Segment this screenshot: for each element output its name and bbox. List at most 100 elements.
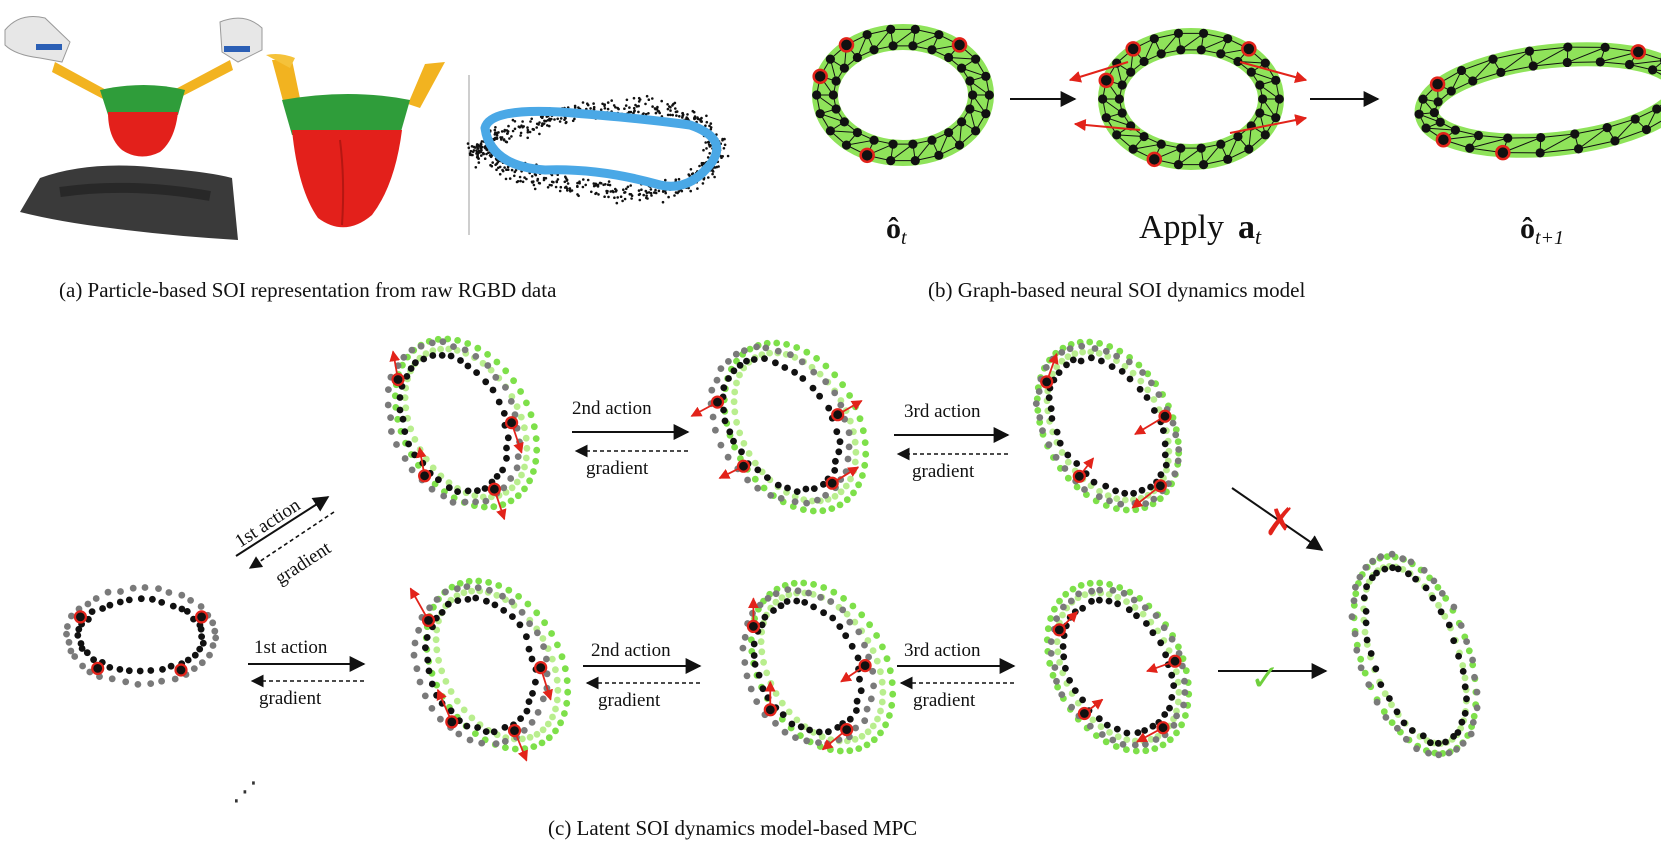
particle	[63, 630, 70, 638]
cloud-point	[476, 151, 479, 155]
target-particle	[809, 507, 817, 515]
graph-node	[1139, 131, 1149, 142]
target-particle	[874, 715, 881, 723]
particle	[1142, 740, 1149, 748]
panel-b-caption: (b) Graph-based neural SOI dynamics mode…	[928, 278, 1305, 302]
particle	[1168, 694, 1176, 701]
particle	[197, 603, 205, 610]
cloud-point	[666, 103, 669, 106]
particle	[772, 359, 779, 367]
target-particle	[819, 507, 827, 515]
graph-node-grasp	[859, 147, 875, 164]
graph-node	[1465, 143, 1475, 153]
particle	[444, 600, 452, 608]
graph-edge	[1500, 65, 1534, 73]
particle	[534, 629, 541, 637]
particle	[1161, 711, 1169, 718]
gradient-label-bottom-1: gradient	[259, 688, 322, 709]
particle	[104, 588, 112, 596]
target-particle	[1054, 683, 1061, 691]
target-particle	[751, 459, 759, 467]
particle	[147, 680, 155, 687]
cloud-point	[563, 118, 566, 121]
particle	[482, 378, 490, 386]
particle	[1459, 668, 1467, 675]
target-particle	[553, 696, 561, 704]
particle	[198, 659, 206, 667]
cloud-point	[651, 105, 654, 108]
cloud-point	[637, 110, 640, 114]
particle	[499, 592, 506, 600]
particle	[1365, 681, 1373, 688]
cloud-point	[603, 104, 606, 107]
target-particle	[879, 643, 886, 651]
grasp-particle	[1168, 654, 1182, 668]
particle	[1473, 688, 1481, 696]
target-particle	[1137, 377, 1145, 385]
cloud-point	[555, 180, 559, 184]
target-particle	[847, 475, 854, 483]
target-particle	[432, 636, 440, 644]
particle	[1113, 352, 1120, 360]
target-particle	[840, 595, 847, 602]
graph-edge	[1614, 129, 1647, 142]
particle	[747, 685, 755, 693]
particle	[1150, 495, 1158, 503]
particle	[507, 398, 515, 405]
graph-node-grasp	[951, 37, 968, 53]
cloud-point	[556, 117, 559, 121]
particle	[482, 497, 490, 505]
particle	[116, 598, 124, 606]
particle	[412, 359, 419, 367]
cloud-point	[666, 107, 670, 111]
particle	[490, 728, 498, 736]
target-particle	[1361, 669, 1369, 677]
cloud-point	[637, 104, 640, 108]
target-particle	[736, 429, 744, 437]
particle	[71, 653, 79, 660]
particle	[1173, 712, 1180, 720]
graph-node	[1496, 67, 1506, 77]
particle	[1123, 729, 1131, 737]
cloud-point	[550, 180, 554, 184]
target-particle	[563, 699, 571, 707]
graph-edge	[1478, 135, 1508, 139]
cloud-point	[674, 107, 677, 110]
target-particle	[530, 743, 538, 750]
particle	[90, 656, 97, 664]
particle	[478, 739, 486, 747]
cloud-point	[466, 142, 470, 145]
graph-node	[957, 63, 967, 73]
cloud-point	[479, 144, 482, 148]
target-particle	[518, 471, 525, 479]
target-particle	[733, 379, 740, 387]
particle	[1450, 603, 1458, 611]
cloud-point	[696, 187, 699, 190]
target-particle	[1077, 582, 1085, 589]
target-particle	[808, 497, 816, 505]
particle	[1467, 730, 1475, 738]
particle	[762, 344, 770, 352]
particle	[741, 347, 748, 354]
cloud-point	[611, 189, 614, 193]
particle	[809, 384, 817, 392]
graph-edge	[1472, 71, 1501, 82]
graph-node-grasp	[838, 37, 855, 53]
arrows-bottom-1: 1st action gradient	[248, 637, 366, 709]
cloud-point	[476, 147, 480, 150]
target-particle	[886, 712, 893, 719]
target-particle	[790, 579, 798, 587]
particle	[435, 476, 442, 484]
graph-node	[910, 156, 920, 166]
particle	[781, 728, 789, 736]
target-particle	[541, 619, 548, 627]
cloud-point	[546, 124, 549, 127]
target-particle	[1131, 603, 1139, 611]
cloud-point	[628, 106, 631, 109]
cloud-point	[615, 189, 618, 192]
target-particle	[1182, 667, 1190, 675]
target-particle	[1172, 426, 1180, 434]
label-o-t: ôt	[886, 212, 907, 249]
graph-node	[839, 63, 849, 73]
particle	[428, 680, 436, 688]
